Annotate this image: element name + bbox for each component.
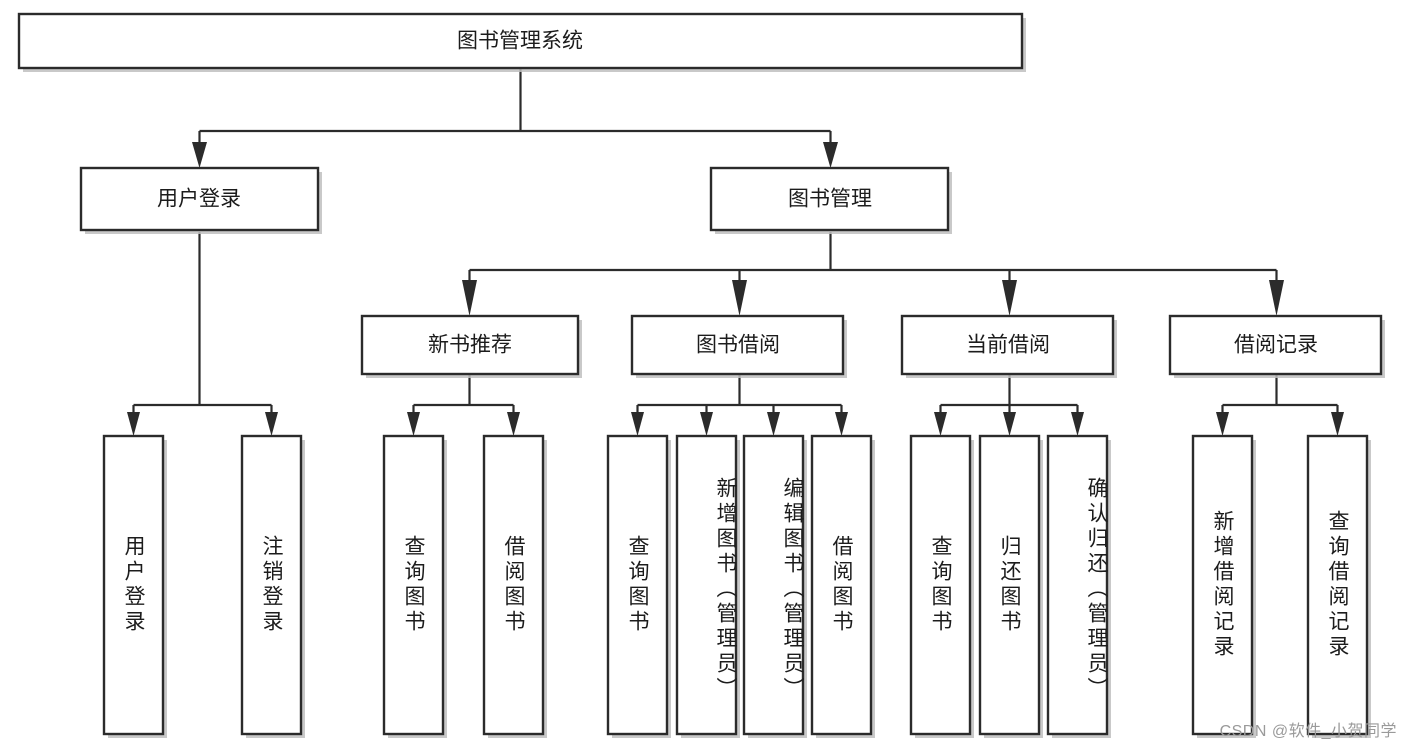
arrowhead-userlogin (192, 142, 207, 168)
node-leaf-add-book[interactable] (675, 434, 738, 736)
arrowhead-leaf-borrow-book-1 (507, 412, 520, 436)
label-user-login: 用户登录 (157, 188, 241, 211)
connector-layer (127, 68, 1344, 436)
arrowhead-leaf-logout (265, 412, 278, 436)
node-leaf-query-record[interactable] (1306, 434, 1369, 736)
node-leaf-return-book[interactable] (978, 434, 1041, 736)
node-leaf-add-record[interactable] (1191, 434, 1254, 736)
node-book-borrow[interactable] (630, 314, 845, 376)
label-root: 图书管理系统 (457, 30, 583, 53)
node-leaf-query-book-3[interactable] (909, 434, 972, 736)
arrowhead-leaf-query-book-1 (407, 412, 420, 436)
node-book-management[interactable] (709, 166, 950, 232)
arrowhead-leaf-edit-book (767, 412, 780, 436)
node-leaf-user-login[interactable] (102, 434, 165, 736)
arrowhead-leaf-return-book (1003, 412, 1016, 436)
label-borrow-record: 借阅记录 (1234, 334, 1318, 357)
node-layer (17, 12, 1385, 738)
node-leaf-logout[interactable] (240, 434, 303, 736)
arrowhead-newbook (462, 280, 477, 316)
arrowhead-leaf-borrow-book-2 (835, 412, 848, 436)
node-user-login[interactable] (79, 166, 320, 232)
arrowhead-currentborrow (1002, 280, 1017, 316)
node-leaf-borrow-book-1[interactable] (482, 434, 545, 736)
node-new-book-recommend[interactable] (360, 314, 580, 376)
node-current-borrow[interactable] (900, 314, 1115, 376)
node-root[interactable] (17, 12, 1024, 70)
node-leaf-query-book-1[interactable] (382, 434, 445, 736)
node-borrow-record[interactable] (1168, 314, 1383, 376)
arrowhead-borrowrecord (1269, 280, 1284, 316)
arrowhead-leaf-query-book-3 (934, 412, 947, 436)
label-book-management: 图书管理 (788, 188, 872, 211)
arrowhead-leaf-add-book (700, 412, 713, 436)
label-current-borrow: 当前借阅 (966, 334, 1050, 357)
arrowhead-leaf-user-login (127, 412, 140, 436)
arrowhead-leaf-confirm-return (1071, 412, 1084, 436)
node-leaf-edit-book[interactable] (742, 434, 805, 736)
arrowhead-borrowbook (732, 280, 747, 316)
arrowhead-leaf-query-book-2 (631, 412, 644, 436)
node-leaf-query-book-2[interactable] (606, 434, 669, 736)
label-layer-horizontal: 图书管理系统 用户登录 图书管理 新书推荐 图书借阅 当前借阅 借阅记录 (157, 30, 1318, 357)
node-leaf-borrow-book-2[interactable] (810, 434, 873, 736)
label-book-borrow: 图书借阅 (696, 334, 780, 357)
arrowhead-leaf-add-record (1216, 412, 1229, 436)
node-leaf-confirm-return[interactable] (1046, 434, 1109, 736)
label-new-book-recommend: 新书推荐 (428, 334, 512, 357)
arrowhead-leaf-query-record (1331, 412, 1344, 436)
watermark-text: CSDN @软件_小贺同学 (1219, 723, 1397, 740)
arrowhead-bookmgmt (823, 142, 838, 168)
